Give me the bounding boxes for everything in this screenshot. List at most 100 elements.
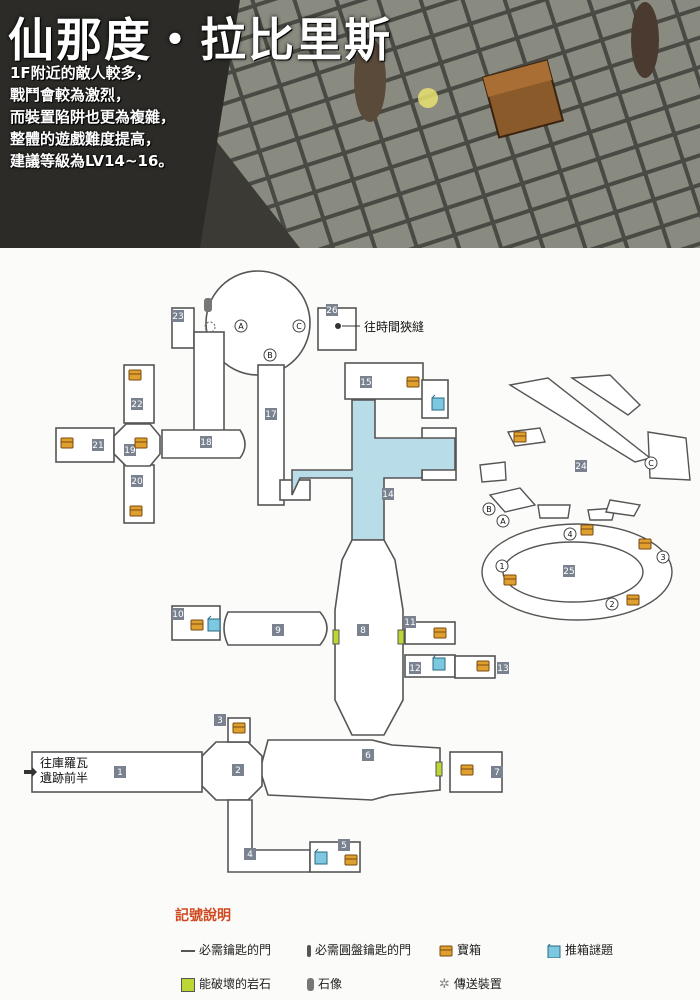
push-box-icon	[547, 943, 561, 958]
intro-line: 而裝置陷阱也更為複雜，	[10, 108, 176, 126]
exit-marker	[335, 323, 341, 329]
exit-east-label: 往時間狹縫	[364, 319, 424, 334]
room-tag: 23	[172, 310, 184, 322]
room-tag: 7	[491, 766, 503, 778]
gate-letter: A	[238, 322, 244, 331]
legend-label: 必需圓盤鑰匙的門	[315, 943, 412, 957]
legend-disc-key-door: 必需圓盤鑰匙的門	[307, 941, 411, 958]
chest-icon	[476, 660, 490, 672]
chest-icon	[433, 627, 447, 639]
legend-label: 能破壞的岩石	[199, 977, 272, 991]
breakable-rock-icon	[181, 977, 195, 992]
room-tag: 13	[497, 662, 509, 674]
room-tag: 22	[131, 398, 143, 410]
room-tag: 6	[362, 749, 374, 761]
room-number: 6	[365, 751, 371, 761]
chest-icon	[513, 431, 527, 443]
room-number: 18	[200, 438, 212, 448]
room-tag: 9	[272, 624, 284, 636]
chest-icon	[232, 722, 246, 734]
room-number: 9	[275, 626, 281, 636]
room-number: 17	[265, 410, 276, 420]
room-tag: 4	[244, 848, 256, 860]
page-title: 仙那度・拉比里斯	[8, 13, 392, 67]
intro-line: 建議等級為LV14~16。	[10, 152, 174, 170]
chest-icon	[638, 538, 652, 550]
legend-chest: 寶箱	[439, 941, 481, 958]
room-number: 10	[172, 610, 184, 620]
room-number: 7	[494, 768, 500, 778]
legend-label: 傳送裝置	[453, 977, 502, 991]
legend-statue: 石像	[307, 975, 342, 992]
breakable-rock-markers	[332, 629, 443, 777]
gate-letter: C	[296, 322, 302, 331]
chest-icon	[460, 764, 474, 776]
point-marker: 2	[605, 597, 619, 611]
room-number: 22	[131, 400, 142, 410]
room-number: 25	[563, 567, 574, 577]
room-number: 8	[360, 626, 366, 636]
chest-icon	[60, 437, 74, 449]
point-marker: 3	[656, 550, 670, 564]
legend-breakable-rock: 能破壞的岩石	[181, 975, 271, 992]
legend-key-door: 必需鑰匙的門	[181, 941, 271, 958]
room-number: 20	[131, 477, 143, 487]
water-area	[291, 399, 456, 541]
chest-icon	[344, 854, 358, 866]
room-number: 13	[497, 664, 508, 674]
chest-icon	[190, 619, 204, 631]
legend-label: 寶箱	[457, 943, 482, 957]
chest-icon	[129, 505, 143, 517]
room-tag: 5	[338, 839, 350, 851]
room-number: 4	[247, 850, 253, 860]
gate-marker: C	[644, 456, 658, 470]
room-number: 14	[382, 490, 394, 500]
chest-icon	[580, 524, 594, 536]
breakable-rock	[397, 629, 405, 645]
room-tag: 1	[114, 766, 126, 778]
intro-text: 1F附近的敵人較多， 戰鬥會較為激烈， 而裝置陷阱也更為複雜， 整體的遊戲難度提…	[10, 62, 175, 172]
room-tag: 14	[382, 488, 394, 500]
gate-marker: C	[292, 319, 306, 333]
legend-label: 推箱謎題	[565, 943, 614, 957]
breakable-rock	[435, 761, 443, 777]
exit-west-label: 遺跡前半	[40, 770, 88, 785]
arrow-right-icon	[24, 767, 37, 777]
chest-icon	[406, 376, 420, 388]
room-tag: 10	[172, 608, 184, 620]
point-number: 3	[660, 553, 665, 562]
gate-letter: B	[486, 505, 492, 514]
gate-marker: B	[263, 348, 277, 362]
room-tag: 20	[131, 475, 143, 487]
room-tag: 3	[214, 714, 226, 726]
legend-push-box: 推箱謎題	[547, 941, 613, 958]
statue-marker	[204, 298, 212, 312]
header-banner: 仙那度・拉比里斯 1F附近的敵人較多， 戰鬥會較為激烈， 而裝置陷阱也更為複雜，…	[0, 0, 700, 248]
room-tag: 26	[326, 304, 338, 316]
gate-marker: A	[234, 319, 248, 333]
chest-icon	[626, 594, 640, 606]
teleporter-marker	[204, 321, 216, 333]
statue-icon	[307, 978, 314, 991]
room-number: 2	[235, 766, 241, 776]
room-tag: 18	[200, 436, 212, 448]
breakable-rock	[332, 629, 340, 645]
point-number: 2	[609, 600, 614, 609]
legend-teleporter: ✲傳送裝置	[439, 975, 502, 992]
teleporter-icon: ✲	[439, 977, 450, 992]
room-number: 3	[217, 716, 223, 726]
room-number: 11	[404, 618, 415, 628]
room-number: 15	[360, 378, 371, 388]
room-tag: 8	[357, 624, 369, 636]
legend-label: 必需鑰匙的門	[199, 943, 272, 957]
intro-line: 1F附近的敵人較多，	[10, 64, 151, 82]
exit-west-label: 往庫羅瓦	[40, 755, 88, 770]
disc-key-door-icon	[307, 944, 311, 957]
map-halls	[31, 539, 503, 873]
gate-letter: A	[500, 517, 506, 526]
room-number: 5	[341, 841, 347, 851]
room-tag: 11	[404, 616, 416, 628]
legend-label: 石像	[318, 977, 343, 991]
